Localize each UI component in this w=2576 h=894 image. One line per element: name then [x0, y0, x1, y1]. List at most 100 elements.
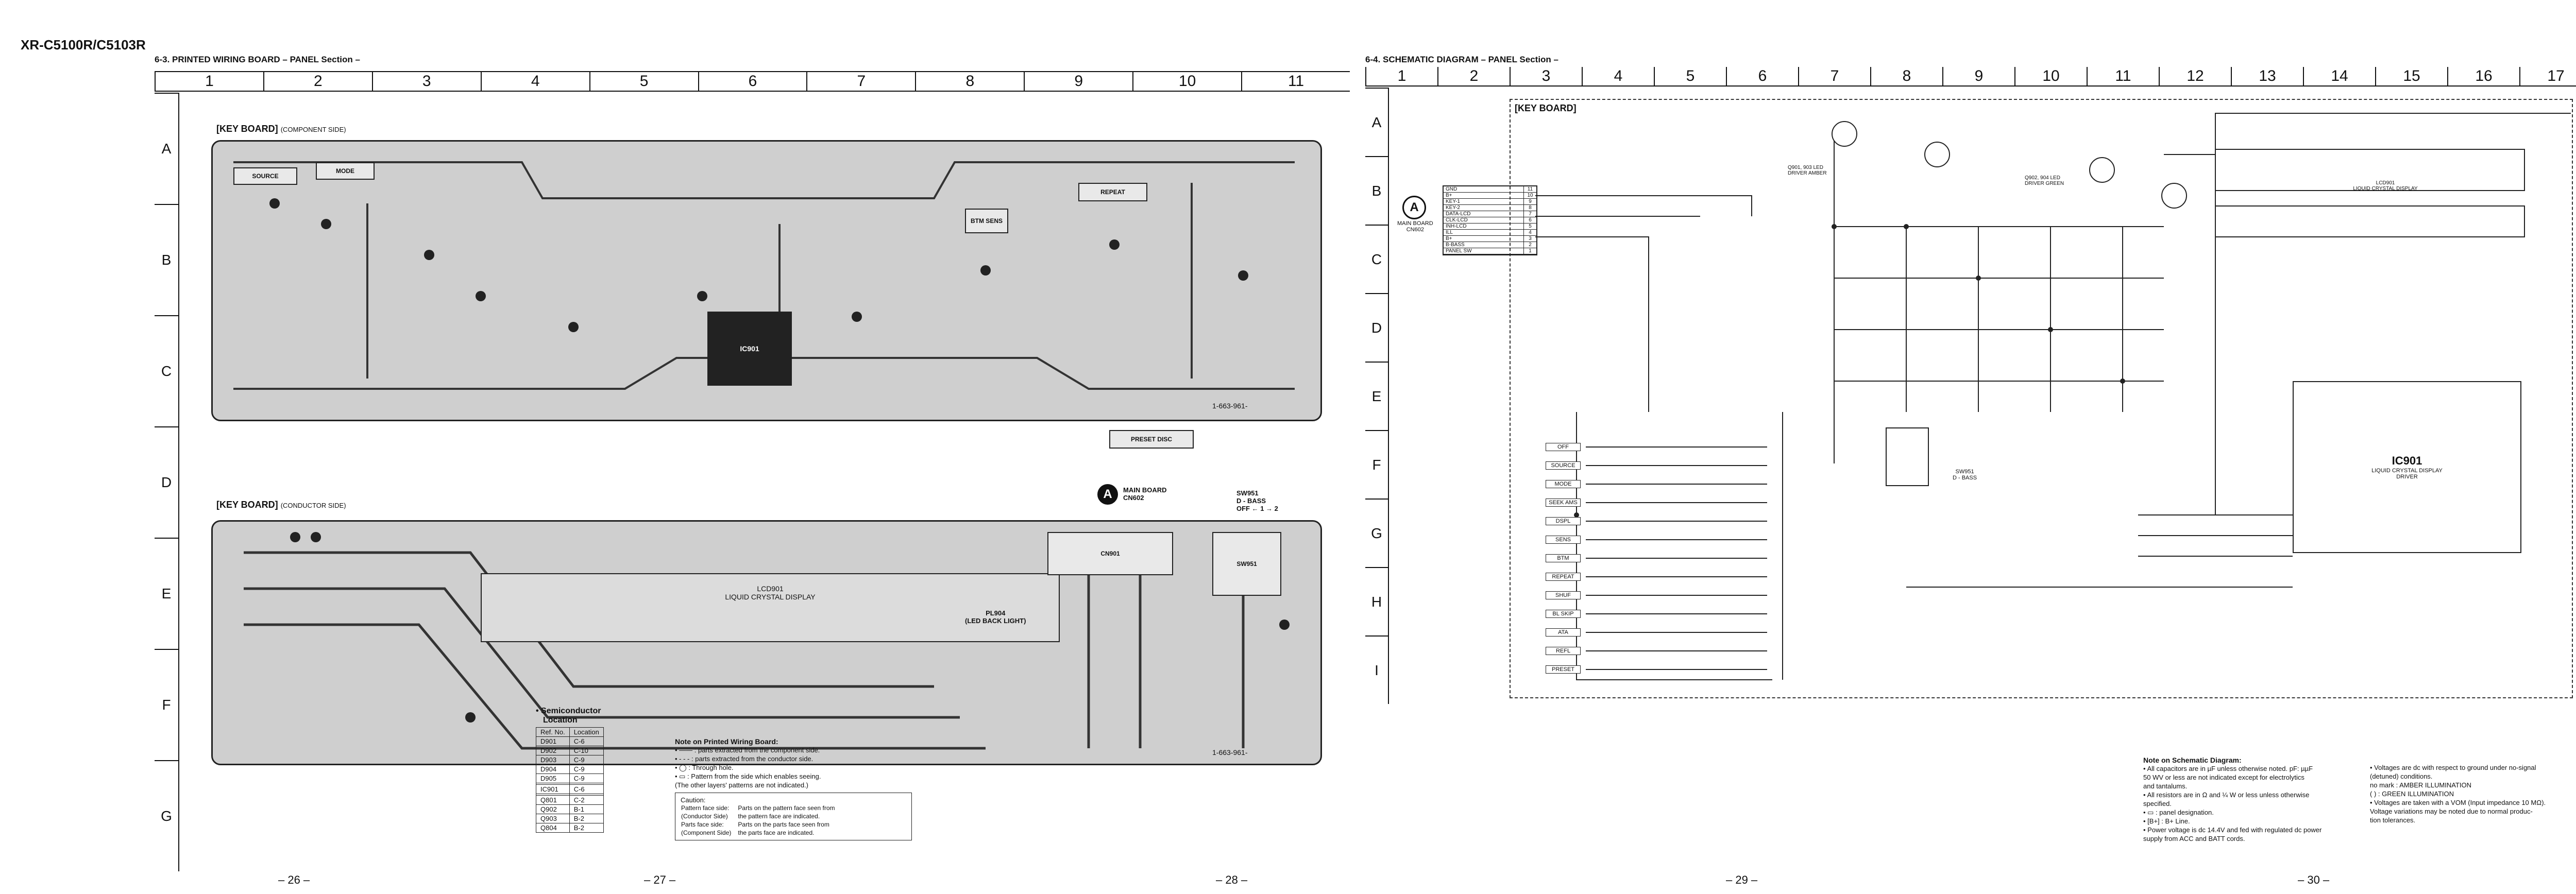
- grid-column-label: 2: [263, 72, 372, 91]
- switch-contact: [1586, 521, 1767, 522]
- page-number-26: – 26 –: [278, 873, 310, 886]
- grid-column-label: 8: [915, 72, 1024, 91]
- switch-contact: [1586, 502, 1767, 503]
- connector-pin: INH-LCD 5: [1444, 224, 1536, 230]
- note-line: ( ) : GREEN ILLUMINATION: [2370, 790, 2454, 798]
- sw951-label: SW951 D - BASS OFF ← 1 → 2: [1236, 489, 1278, 512]
- grid-row-label: C: [155, 315, 178, 426]
- switch-label: REFL: [1546, 647, 1581, 655]
- grid-column-label: 10: [1132, 72, 1241, 91]
- caution-cell: Parts on the pattern face seen from: [738, 804, 835, 812]
- grid-column-label: 6: [1726, 67, 1798, 85]
- pl904-label: PL904 (LED BACK LIGHT): [965, 609, 1026, 625]
- note-line: • ▭ : Pattern from the side which enable…: [675, 772, 821, 780]
- grid-column-label: 3: [1510, 67, 1582, 85]
- switch-contact: [1586, 632, 1767, 633]
- grid-column-label: 6: [698, 72, 807, 91]
- switch-label: OFF: [1546, 443, 1581, 451]
- grid-column-label: 9: [1942, 67, 2014, 85]
- switch-row: SEEK AMS: [1546, 493, 1772, 512]
- pin-label: KEY-2: [1446, 205, 1460, 211]
- pin-label: KEY-1: [1446, 199, 1460, 204]
- grid-row-label: F: [155, 649, 178, 760]
- component-traces: [233, 161, 1295, 390]
- switch-contact: [1586, 650, 1767, 651]
- grid-row-label: H: [1365, 567, 1388, 635]
- pin-number: 5: [1523, 224, 1536, 229]
- grid-column-label: 5: [589, 72, 698, 91]
- schematic-main-board-marker-icon: A: [1402, 196, 1426, 219]
- grid-row-label: E: [155, 538, 178, 649]
- note-line: • ◯ : Through hole.: [675, 764, 734, 771]
- mode-switch: MODE: [316, 162, 375, 180]
- grid-column-label: 7: [806, 72, 915, 91]
- switch-label: REPEAT: [1546, 573, 1581, 581]
- grid-row-label: D: [1365, 293, 1388, 362]
- grid-row-label: B: [1365, 156, 1388, 225]
- switch-label: ATA: [1546, 628, 1581, 637]
- switch-row: ATA: [1546, 623, 1772, 642]
- semi-header: Location: [569, 727, 604, 737]
- switch-row: OFF: [1546, 438, 1772, 456]
- grid-column-label: 5: [1654, 67, 1726, 85]
- switch-contact: [1586, 539, 1767, 540]
- semi-cell: B-2: [569, 823, 604, 833]
- caution-box: Caution: Pattern face side:Parts on the …: [675, 793, 912, 840]
- connector-pin: KEY-2 8: [1444, 205, 1536, 211]
- pin-number: 8: [1523, 205, 1536, 211]
- caution-cell: the pattern face are indicated.: [738, 813, 820, 820]
- main-board-label: MAIN BOARD CN602: [1123, 486, 1167, 502]
- switch-row: SENS: [1546, 530, 1772, 549]
- switch-label: MODE: [1546, 480, 1581, 488]
- switch-contact: [1586, 669, 1767, 670]
- switch-contact: [1586, 558, 1767, 559]
- table-row: (Component Side)the parts face are indic…: [681, 829, 841, 837]
- switch-contact: [1586, 484, 1767, 485]
- note-line: • ▭ : panel designation.: [2143, 809, 2214, 816]
- pwb-section-title: 6-3. PRINTED WIRING BOARD – PANEL Sectio…: [155, 55, 360, 64]
- semi-cell: IC901: [536, 784, 570, 794]
- component-board-label: [KEY BOARD] (COMPONENT SIDE): [216, 124, 346, 134]
- switch-row: DSPL: [1546, 512, 1772, 530]
- page-number-28: – 28 –: [1216, 873, 1248, 886]
- btm-sens-switch: BTM SENS: [965, 209, 1008, 233]
- lcd901-display: LCD901 LIQUID CRYSTAL DISPLAY: [481, 573, 1060, 642]
- semi-cell: Q801: [536, 795, 570, 805]
- switch-row: REFL: [1546, 642, 1772, 660]
- grid-column-label: 11: [2087, 67, 2159, 85]
- grid-row-label: F: [1365, 430, 1388, 498]
- note-line: (The other layers' patterns are not indi…: [675, 781, 809, 789]
- component-board-code: 1-663-961-: [1212, 402, 1248, 410]
- grid-column-label: 16: [2447, 67, 2519, 85]
- page-number-27: – 27 –: [644, 873, 676, 886]
- switch-label: BL SKIP: [1546, 610, 1581, 618]
- caution-cell: the parts face are indicated.: [738, 829, 815, 836]
- table-row: (Conductor Side)the pattern face are ind…: [681, 812, 841, 820]
- switch-contact: [1586, 576, 1767, 577]
- pin-number: 3: [1523, 236, 1536, 242]
- switch-row: BTM: [1546, 549, 1772, 568]
- note-line: Voltage variations may be noted due to n…: [2370, 807, 2533, 815]
- switch-label: BTM: [1546, 554, 1581, 562]
- component-side-board: SOURCE MODE IC901 REPEAT BTM SENS PRESET…: [211, 140, 1322, 449]
- connector-pin: B+10: [1444, 193, 1536, 199]
- pwb-note: Note on Printed Wiring Board: • —— : par…: [675, 737, 912, 840]
- note-line: (detuned) conditions.: [2370, 772, 2433, 780]
- sw951-schematic-label: SW951 D - BASS: [1953, 469, 1977, 481]
- switch-row: SHUF: [1546, 586, 1772, 605]
- grid-column-label: 12: [2159, 67, 2231, 85]
- pin-number: 10: [1523, 193, 1536, 198]
- note-line: • All resistors are in Ω and ¼ W or less…: [2143, 791, 2310, 799]
- pin-label: INH-LCD: [1446, 224, 1467, 229]
- schematic-section-title: 6-4. SCHEMATIC DIAGRAM – PANEL Section –: [1365, 55, 1558, 64]
- note-line: and tantalums.: [2143, 782, 2188, 790]
- note-line: tion tolerances.: [2370, 816, 2416, 824]
- pin-number: 7: [1523, 211, 1536, 217]
- table-row: Parts face side:Parts on the parts face …: [681, 820, 841, 829]
